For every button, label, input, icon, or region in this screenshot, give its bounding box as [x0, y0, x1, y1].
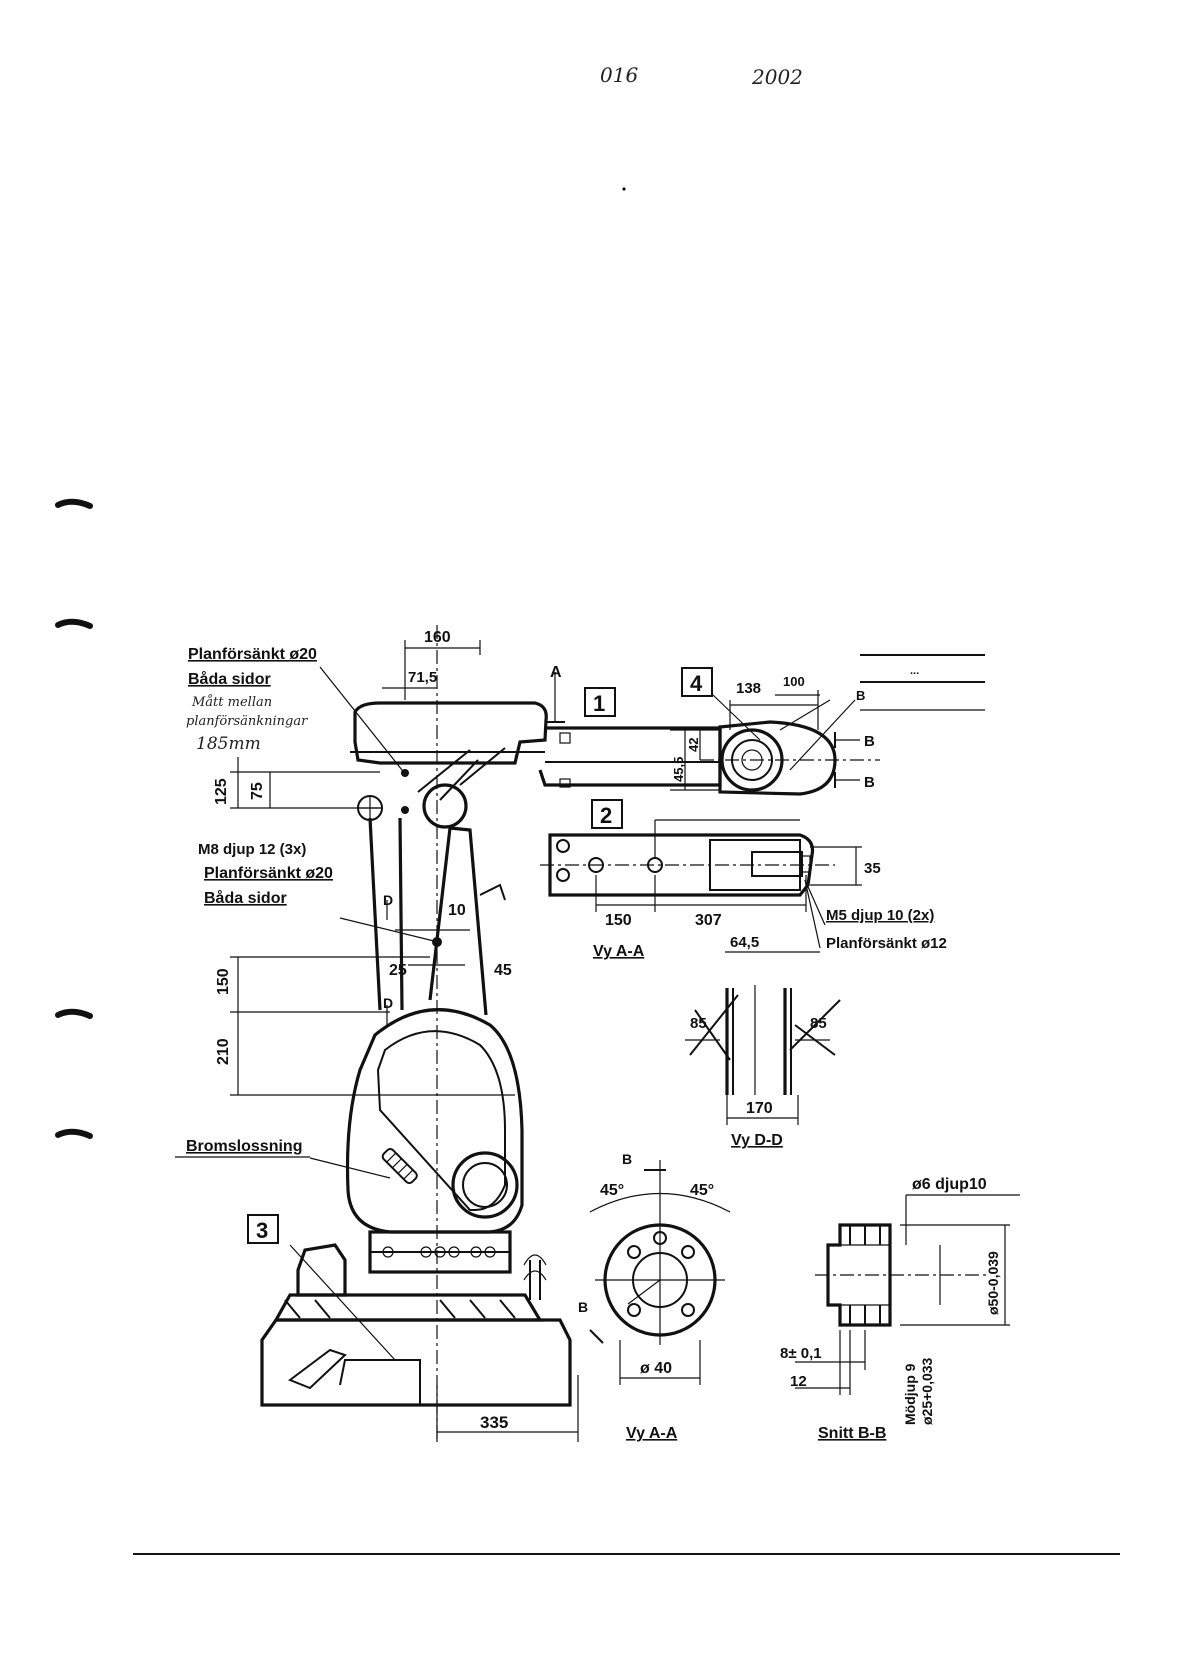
- view-title-dd: Vy D-D: [731, 1132, 783, 1149]
- callout-bada-sidor-mid: Båda sidor: [204, 889, 287, 907]
- view-aa-flange: B B 45° 45° ø 40 Vy A-A: [578, 1151, 731, 1442]
- section-letter-b-top: B: [856, 688, 865, 703]
- dim-phi50: ø50-0,039: [985, 1251, 1001, 1315]
- dim-210: 210: [215, 1038, 232, 1065]
- dim-75: 75: [249, 782, 266, 800]
- callout-planforsankt-mid: Planförsänkt ø20: [204, 865, 333, 882]
- section-letter-d-bottom: D: [383, 995, 393, 1011]
- dim-307: 307: [695, 912, 722, 929]
- dim-150-side: 150: [215, 968, 232, 995]
- svg-text:1: 1: [593, 691, 605, 716]
- handwritten-number-right: 2002: [751, 65, 803, 89]
- dim-12: 12: [790, 1373, 807, 1390]
- dim-10: 10: [448, 902, 466, 919]
- dim-phi25: ø25+0,033: [919, 1357, 935, 1425]
- reference-box-3: 3: [247, 1214, 279, 1244]
- view-title-aa-top: Vy A-A: [593, 943, 645, 960]
- dim-170: 170: [746, 1100, 773, 1117]
- dim-71-5: 71,5: [408, 669, 437, 686]
- section-letter-b-flange-top: B: [622, 1151, 632, 1167]
- view-aa-upper-arm: 150 307 35 64,5 M5 djup 10 (2x) Planförs…: [540, 819, 947, 960]
- binder-hole-marks: [55, 498, 93, 1139]
- view-title-aa-bottom: Vy A-A: [626, 1425, 678, 1442]
- callout-bada-sidor-top: Båda sidor: [188, 670, 271, 688]
- dim-335: 335: [480, 1413, 508, 1432]
- reference-box-4: 4: [681, 667, 713, 697]
- callout-bromslossning: Bromslossning: [186, 1138, 302, 1155]
- dim-45deg-left: 45°: [600, 1182, 624, 1199]
- handwritten-note-line2: planförsänkningar: [186, 714, 308, 729]
- handwritten-number-left: 016: [600, 63, 638, 87]
- callout-m8: M8 djup 12 (3x): [198, 841, 306, 858]
- dim-85-left: 85: [690, 1015, 707, 1032]
- dim-phi40: ø 40: [640, 1360, 672, 1377]
- callout-planforsankt-top: Planförsänkt ø20: [188, 646, 317, 663]
- callout-planforsankt-12: Planförsänkt ø12: [826, 935, 947, 952]
- handwritten-note-line1: Mått mellan: [191, 694, 272, 710]
- callout-phi6-djup10: ø6 djup10: [912, 1176, 987, 1193]
- dim-8: 8± 0,1: [780, 1345, 822, 1362]
- svg-text:4: 4: [690, 671, 703, 696]
- section-letter-d-top: D: [383, 892, 393, 908]
- dim-45: 45: [494, 962, 512, 979]
- svg-text:3: 3: [256, 1218, 268, 1243]
- section-bb: ø6 djup10 ø50-0,039 ø25+0,033 Mödjup 9 8…: [780, 1176, 1020, 1442]
- robot-side-view: [260, 625, 880, 1440]
- main-view-dimension-lines: [175, 640, 579, 1442]
- section-letter-b-mid: B: [864, 733, 875, 750]
- dim-45-5: 45,5: [671, 757, 686, 782]
- dim-138: 138: [736, 680, 761, 697]
- main-view-labels: Planförsänkt ø20 Båda sidor Mått mellan …: [186, 629, 562, 1432]
- callout-modjup: Mödjup 9: [902, 1363, 918, 1425]
- dim-64-5: 64,5: [730, 934, 759, 951]
- callout-m5: M5 djup 10 (2x): [826, 907, 934, 924]
- legend-table: ...: [860, 654, 985, 711]
- section-letter-a: A: [550, 664, 562, 681]
- dim-160: 160: [424, 629, 451, 646]
- dim-100: 100: [783, 674, 805, 689]
- dim-45deg-right: 45°: [690, 1182, 714, 1199]
- section-letter-b-low: B: [864, 774, 875, 791]
- legend-table-marks: ...: [910, 665, 919, 677]
- dim-42: 42: [686, 738, 701, 752]
- view-dd: 85 85 170 Vy D-D: [685, 985, 841, 1149]
- dim-125: 125: [213, 778, 230, 805]
- dim-85-right: 85: [810, 1015, 827, 1032]
- section-letter-b-flange-side: B: [578, 1299, 588, 1315]
- reference-box-2: 2: [591, 799, 623, 829]
- handwritten-note-line3: 185mm: [196, 734, 261, 754]
- view-title-snitt-bb: Snitt B-B: [818, 1425, 886, 1442]
- dim-150-view: 150: [605, 912, 632, 929]
- reference-box-1: 1: [584, 687, 616, 717]
- dim-25: 25: [389, 962, 407, 979]
- wrist-dimensions: 138 100 42 45,5 B B B: [670, 674, 875, 791]
- svg-text:2: 2: [600, 803, 612, 828]
- stray-dot: [622, 187, 626, 191]
- dim-35: 35: [864, 860, 881, 877]
